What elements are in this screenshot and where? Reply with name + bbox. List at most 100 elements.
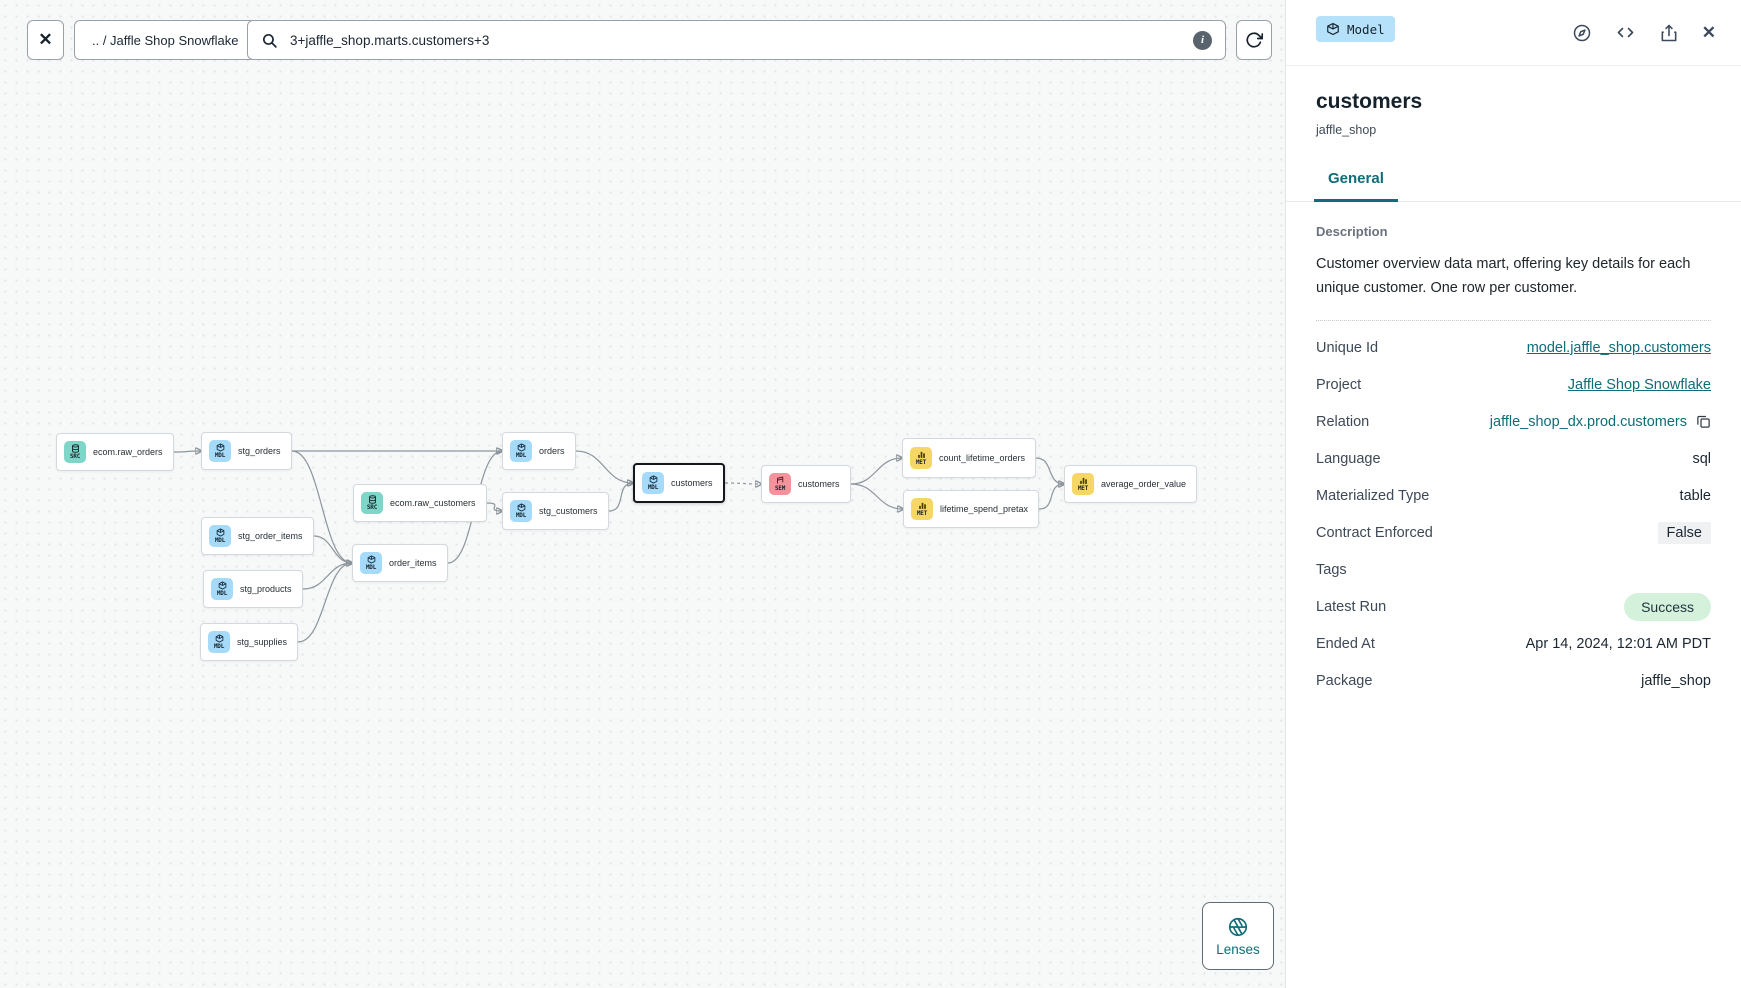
field-row-latest-run: Latest Run Success <box>1316 588 1711 625</box>
node-label: stg_supplies <box>237 637 288 647</box>
node-label: order_items <box>389 558 437 568</box>
graph-edge-customers_sem-to-count_lifetime_orders <box>850 458 902 485</box>
field-link-project[interactable]: Jaffle Shop Snowflake <box>1567 376 1711 393</box>
graph-node-ecom.raw_orders[interactable]: SRC ecom.raw_orders <box>56 433 174 471</box>
field-row-tags: Tags <box>1316 551 1711 588</box>
graph-edge-stg_products-to-order_items <box>302 563 352 590</box>
resource-type-badge: Model <box>1316 16 1395 42</box>
package-subtitle: jaffle_shop <box>1316 123 1377 137</box>
field-label-project: Project <box>1316 376 1362 393</box>
node-label: stg_customers <box>539 506 598 516</box>
semantic-model-icon: SEM <box>769 473 791 495</box>
panel-body: customers jaffle_shop General Descriptio… <box>1286 66 1741 699</box>
search-input[interactable] <box>288 31 1183 49</box>
info-icon[interactable]: i <box>1193 30 1212 50</box>
node-label: customers <box>798 479 840 489</box>
graph-edge-customers-to-customers_sem <box>724 483 761 484</box>
field-label-contract-enforced: Contract Enforced <box>1316 524 1433 541</box>
node-label: ecom.raw_orders <box>93 447 163 457</box>
graph-edge-stg_order_items-to-order_items <box>313 535 352 563</box>
model-cube-icon: MDL <box>360 552 382 574</box>
graph-edge-lifetime_spend_pretax-to-average_order_value <box>1038 484 1064 510</box>
graph-edge-ecom.raw_customers-to-stg_customers <box>486 502 502 511</box>
panel-header-icons: ✕ <box>1572 22 1716 43</box>
field-label-latest-run: Latest Run <box>1316 598 1387 615</box>
field-label-tags: Tags <box>1316 561 1347 578</box>
field-row-project: Project Jaffle Shop Snowflake <box>1316 366 1711 403</box>
database-icon: SRC <box>64 441 86 463</box>
page-title: customers <box>1316 90 1423 113</box>
model-cube-icon: MDL <box>211 578 233 600</box>
search-icon <box>261 32 278 49</box>
graph-node-count_lifetime_orders[interactable]: MET count_lifetime_orders <box>902 438 1037 478</box>
node-label: stg_products <box>240 584 292 594</box>
field-value-language: sql <box>1692 450 1711 467</box>
field-row-package: Package jaffle_shop <box>1316 662 1711 699</box>
model-cube-icon: MDL <box>510 500 532 522</box>
field-label-materialized-type: Materialized Type <box>1316 487 1430 504</box>
graph-edge-stg_customers-to-customers <box>608 483 633 512</box>
field-label-ended-at: Ended At <box>1316 635 1375 652</box>
database-icon: SRC <box>361 492 383 514</box>
field-label-relation: Relation <box>1316 413 1370 430</box>
node-label: ecom.raw_customers <box>390 498 476 508</box>
tab-general[interactable]: General <box>1314 170 1398 202</box>
status-badge[interactable]: Success <box>1624 592 1711 621</box>
breadcrumb-label: .. / Jaffle Shop Snowflake <box>92 32 239 48</box>
graph-node-ecom.raw_customers[interactable]: SRC ecom.raw_customers <box>353 484 487 522</box>
breadcrumb[interactable]: .. / Jaffle Shop Snowflake <box>74 20 257 60</box>
dotted-divider <box>1316 320 1711 321</box>
field-link-unique-id[interactable]: model.jaffle_shop.customers <box>1526 339 1711 356</box>
node-label: orders <box>539 446 565 456</box>
metric-icon: MET <box>910 447 932 469</box>
field-value-ended-at: Apr 14, 2024, 12:01 AM PDT <box>1525 635 1711 652</box>
lenses-aperture-icon <box>1227 916 1249 938</box>
graph-edge-stg_supplies-to-order_items <box>297 563 352 643</box>
close-panel-icon[interactable]: ✕ <box>1701 22 1716 42</box>
graph-node-stg_products[interactable]: MDL stg_products <box>203 570 303 608</box>
field-label-package: Package <box>1316 672 1373 689</box>
explore-compass-icon[interactable] <box>1572 23 1592 43</box>
graph-edge-ecom.raw_orders-to-stg_orders <box>173 451 201 452</box>
description-text: Customer overview data mart, offering ke… <box>1316 256 1691 296</box>
graph-node-order_items[interactable]: MDL order_items <box>352 544 448 582</box>
model-cube-icon: MDL <box>209 525 231 547</box>
graph-node-orders[interactable]: MDL orders <box>502 432 576 470</box>
node-label: lifetime_spend_pretax <box>940 504 1029 514</box>
node-label: stg_orders <box>238 446 281 456</box>
lenses-button[interactable]: Lenses <box>1202 902 1274 970</box>
field-badge-contract-enforced: False <box>1657 521 1711 544</box>
graph-node-stg_supplies[interactable]: MDL stg_supplies <box>200 623 299 661</box>
field-row-contract-enforced: Contract Enforced False <box>1316 514 1711 551</box>
lineage-search-box: i <box>247 20 1226 60</box>
graph-node-stg_order_items[interactable]: MDL stg_order_items <box>201 517 314 555</box>
panel-header: Model ✕ <box>1286 0 1741 66</box>
node-label: stg_order_items <box>238 531 303 541</box>
field-label-unique-id: Unique Id <box>1316 339 1379 356</box>
resource-type-label: Model <box>1347 21 1385 37</box>
field-value-materialized-type: table <box>1679 487 1711 504</box>
code-icon[interactable] <box>1615 22 1636 43</box>
copy-icon[interactable] <box>1696 414 1711 429</box>
graph-node-customers_sem[interactable]: SEM customers <box>761 465 851 503</box>
node-label: count_lifetime_orders <box>939 453 1026 463</box>
refresh-button[interactable] <box>1236 20 1272 60</box>
share-export-icon[interactable] <box>1659 23 1679 43</box>
metric-icon: MET <box>1072 473 1094 495</box>
field-row-unique-id: Unique Id model.jaffle_shop.customers <box>1316 329 1711 366</box>
close-lineage-button[interactable]: ✕ <box>27 20 64 60</box>
model-cube-icon: MDL <box>510 440 532 462</box>
field-link-relation[interactable]: jaffle_shop_dx.prod.customers <box>1489 413 1687 430</box>
graph-edge-customers_sem-to-lifetime_spend_pretax <box>850 483 903 509</box>
graph-edge-count_lifetime_orders-to-average_order_value <box>1035 457 1064 484</box>
field-value-package: jaffle_shop <box>1641 672 1711 689</box>
refresh-icon <box>1245 31 1263 49</box>
model-cube-icon: MDL <box>208 631 230 653</box>
graph-node-stg_customers[interactable]: MDL stg_customers <box>502 492 609 530</box>
